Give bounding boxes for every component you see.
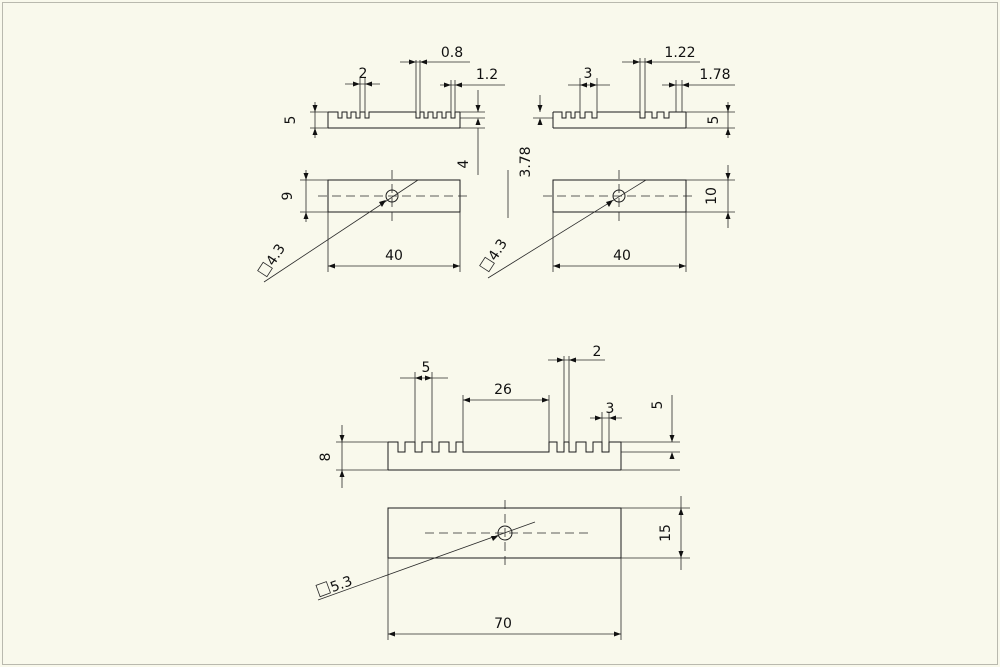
dim-part3-thickness: 8 [318,425,345,488]
dim-label: 9 [280,192,296,201]
part3-hole [497,525,513,541]
part-small-1: 5 2 0.8 [257,45,505,283]
dim-part3-hole: 5.3 [315,521,536,601]
dim-part1-teeth-height: 4 [456,90,485,175]
dim-label: 40 [385,248,403,264]
dim-part2-teeth-height: 3.78 [507,95,543,218]
part-small-2: 5 3.78 3 [479,45,735,279]
dim-part2-slot: 3 [568,66,610,118]
dim-label: 2 [359,66,368,82]
dim-part1-gap: 1.2 [440,67,505,112]
dim-part3-tooth: 2 [548,344,605,442]
dim-label: 1.22 [664,45,695,61]
dim-label: 26 [494,382,512,398]
part1-side-view [310,111,485,129]
dim-label: 3 [606,401,615,417]
dim-part3-slot-a: 5 [400,360,448,442]
dim-part1-slot: 2 [345,66,380,118]
dim-part2-height: 10 [686,165,735,228]
dim-label: 5 [422,360,431,376]
part-large: 8 5 5 [315,344,690,640]
dim-label: 15 [658,524,674,542]
dim-label: 3.78 [518,146,534,177]
dim-part2-width: 40 [552,212,687,272]
dim-part3-slot-b: 3 [590,401,622,442]
dim-part2-tooth: 1.22 [622,45,700,112]
dim-label: 4 [456,159,472,168]
square-symbol [257,261,273,278]
dim-label: 0.8 [441,45,463,61]
dim-part3-flat: 26 [462,382,550,452]
part2-top-view [543,170,696,224]
dim-label: 2 [593,344,602,360]
dim-part3-height: 15 [621,496,690,570]
part2-hole [612,189,626,203]
dim-label: 70 [494,616,512,632]
dim-label: 5 [650,401,666,410]
dim-label: 3 [584,66,593,82]
part1-top-view [318,170,470,224]
dim-part1-width: 40 [327,212,461,272]
part1-hole [385,189,399,203]
dim-part1-height: 9 [280,170,328,222]
part3-top-view [387,500,622,570]
dim-label: 10 [704,187,720,205]
dim-label: 40 [613,248,631,264]
dim-part1-thickness: 5 [283,102,318,138]
dim-label: 5.3 [328,573,354,596]
square-symbol [315,581,331,598]
dim-part2-gap: 1.78 [662,67,735,112]
dim-label: 5 [283,116,299,125]
part2-side-view [533,111,735,129]
dim-part1-tooth: 0.8 [400,45,470,112]
dim-label: 5 [706,116,722,125]
square-symbol [479,256,495,273]
part3-side-view [336,441,680,471]
dim-part3-teeth-height: 5 [621,395,680,459]
dim-label: 1.2 [476,67,498,83]
dim-label: 8 [318,453,334,462]
dim-label: 1.78 [699,67,730,83]
dim-part3-width: 70 [387,558,622,640]
dim-part2-thickness: 5 [706,102,731,138]
